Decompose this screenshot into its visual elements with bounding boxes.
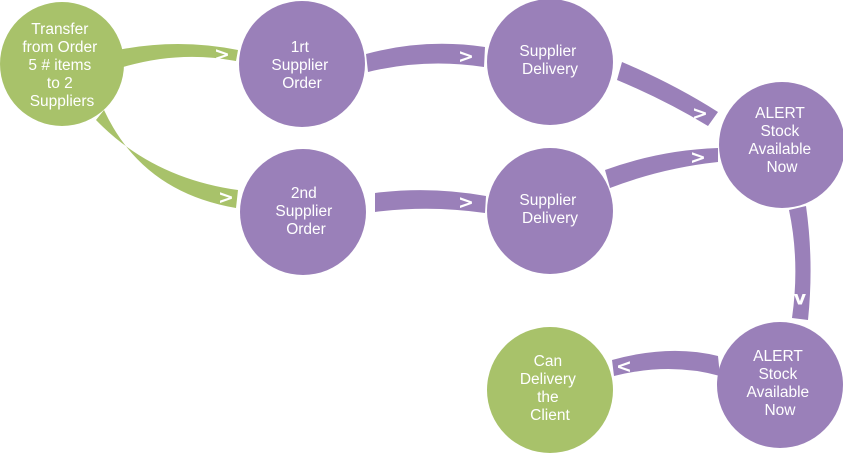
node-label: Supplier Delivery: [519, 43, 580, 78]
connector-band: [612, 350, 720, 376]
node-can-delivery-the-client: Can Delivery the Client: [487, 327, 613, 453]
node-circle: [0, 2, 124, 126]
left-arrow-icon: <: [616, 356, 632, 378]
connector-first-order-to-first-delivery: >: [366, 43, 485, 72]
right-arrow-icon: >: [458, 46, 474, 68]
node-alert-stock-available-1: ALERT Stock Available Now: [719, 82, 843, 208]
connector-band: [366, 43, 485, 72]
node-alert-stock-available-2: ALERT Stock Available Now: [717, 322, 843, 448]
connector-second-delivery-to-alert: >: [605, 147, 718, 188]
connector-transfer-to-first-order: >: [118, 44, 238, 68]
node-circle: [487, 0, 613, 125]
node-label: ALERT Stock Available Now: [747, 348, 814, 419]
node-circle: [239, 1, 365, 127]
connector-band: [96, 110, 238, 208]
connector-transfer-to-second-order: >: [96, 110, 238, 209]
node-label: Supplier Delivery: [519, 192, 580, 227]
node-label: 1rt Supplier Order: [271, 39, 332, 92]
right-arrow-icon: >: [214, 44, 230, 66]
right-arrow-icon: >: [458, 192, 474, 214]
connector-band: [617, 62, 718, 126]
connector-first-delivery-to-alert: >: [617, 62, 718, 126]
node-second-supplier-order: 2nd Supplier Order: [240, 149, 366, 275]
right-arrow-icon: >: [692, 103, 708, 125]
node-label: ALERT Stock Available Now: [749, 105, 816, 176]
connector-alert-to-client: <: [612, 350, 720, 378]
node-circle: [717, 322, 843, 448]
node-label: Transfer from Order 5 # items to 2 Suppl…: [22, 21, 101, 110]
node-transfer-from-order: Transfer from Order 5 # items to 2 Suppl…: [0, 2, 124, 126]
node-second-supplier-delivery: Supplier Delivery: [487, 148, 613, 274]
node-circle: [240, 149, 366, 275]
node-circle: [487, 327, 613, 453]
connector-alert-to-alert: v: [789, 206, 811, 320]
connector-second-order-to-second-delivery: >: [375, 190, 486, 214]
node-circle: [487, 148, 613, 274]
connector-band: [118, 44, 238, 68]
node-label: Can Delivery the Client: [520, 353, 580, 424]
right-arrow-icon: >: [690, 147, 706, 169]
node-first-supplier-delivery: Supplier Delivery: [487, 0, 613, 125]
connector-band: [789, 206, 811, 320]
node-label: 2nd Supplier Order: [275, 185, 336, 238]
down-arrow-icon: v: [794, 288, 807, 310]
node-circle: [719, 82, 843, 208]
connector-band: [375, 190, 486, 213]
right-arrow-icon: >: [218, 187, 234, 209]
connector-band: [605, 148, 718, 188]
node-first-supplier-order: 1rt Supplier Order: [239, 1, 365, 127]
